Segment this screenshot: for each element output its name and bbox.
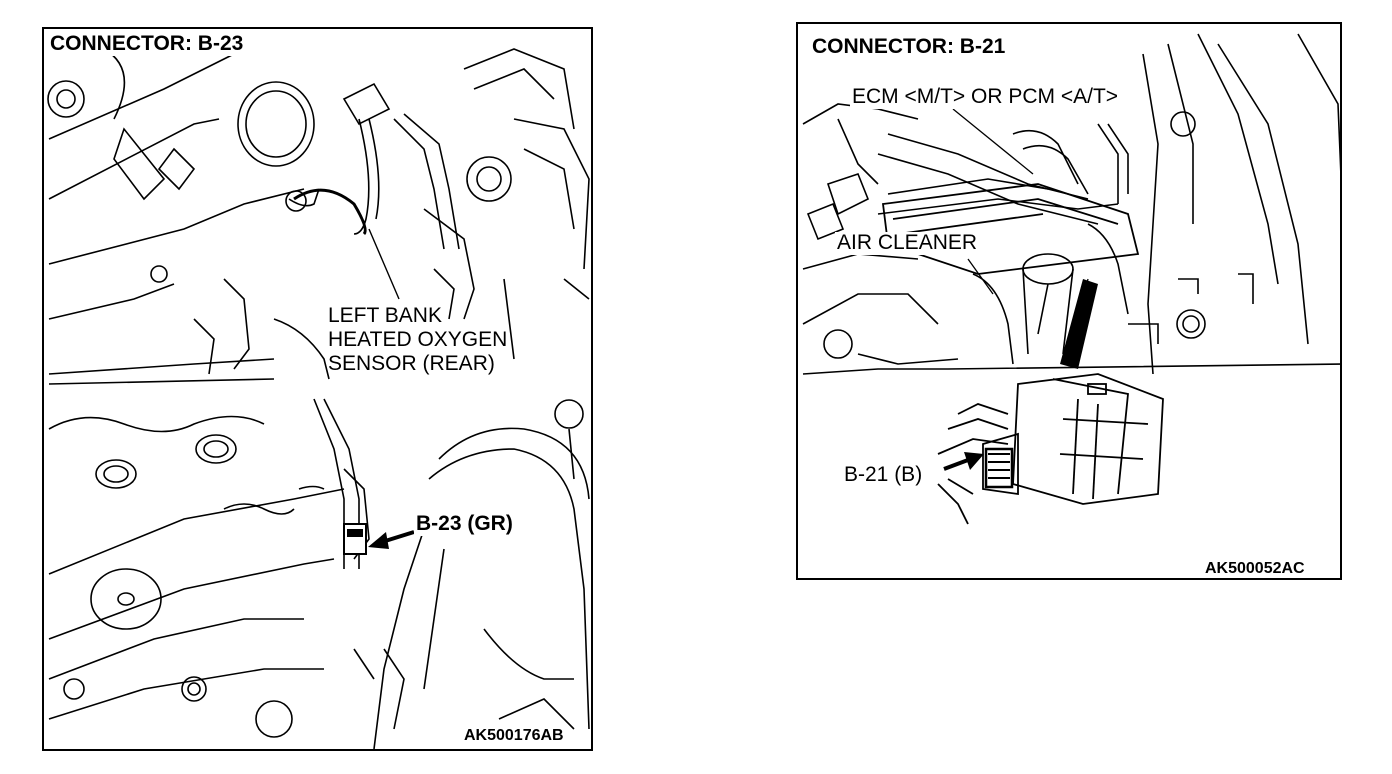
left-panel-title: CONNECTOR: B-23 bbox=[48, 32, 246, 56]
air-cleaner-label: AIR CLEANER bbox=[835, 231, 980, 255]
left-figure-code: AK500176AB bbox=[462, 727, 566, 745]
ecm-module-illustration bbox=[937, 373, 1164, 525]
sensor-label-line1: LEFT BANK bbox=[328, 304, 442, 327]
left-engine-illustration bbox=[47, 48, 590, 749]
right-figure-code: AK500052AC bbox=[1203, 560, 1307, 578]
sensor-label-line3: SENSOR (REAR) bbox=[328, 352, 495, 375]
left-diagram-panel: CONNECTOR: B-23 LEFT BANK HEATED OXYGEN … bbox=[42, 27, 593, 751]
right-panel-title: CONNECTOR: B-21 bbox=[810, 35, 1008, 59]
arrow-icon bbox=[368, 530, 415, 549]
arrow-icon bbox=[943, 452, 984, 471]
b21-connector-label: B-21 (B) bbox=[842, 463, 925, 487]
right-engine-illustration bbox=[802, 33, 1340, 525]
b23-connector-label: B-23 (GR) bbox=[414, 512, 515, 536]
sensor-label-line2: HEATED OXYGEN bbox=[328, 328, 508, 351]
ecm-pcm-label: ECM <M/T> OR PCM <A/T> bbox=[850, 85, 1121, 109]
right-diagram-panel: CONNECTOR: B-21 ECM <M/T> OR PCM <A/T> A… bbox=[796, 22, 1342, 580]
